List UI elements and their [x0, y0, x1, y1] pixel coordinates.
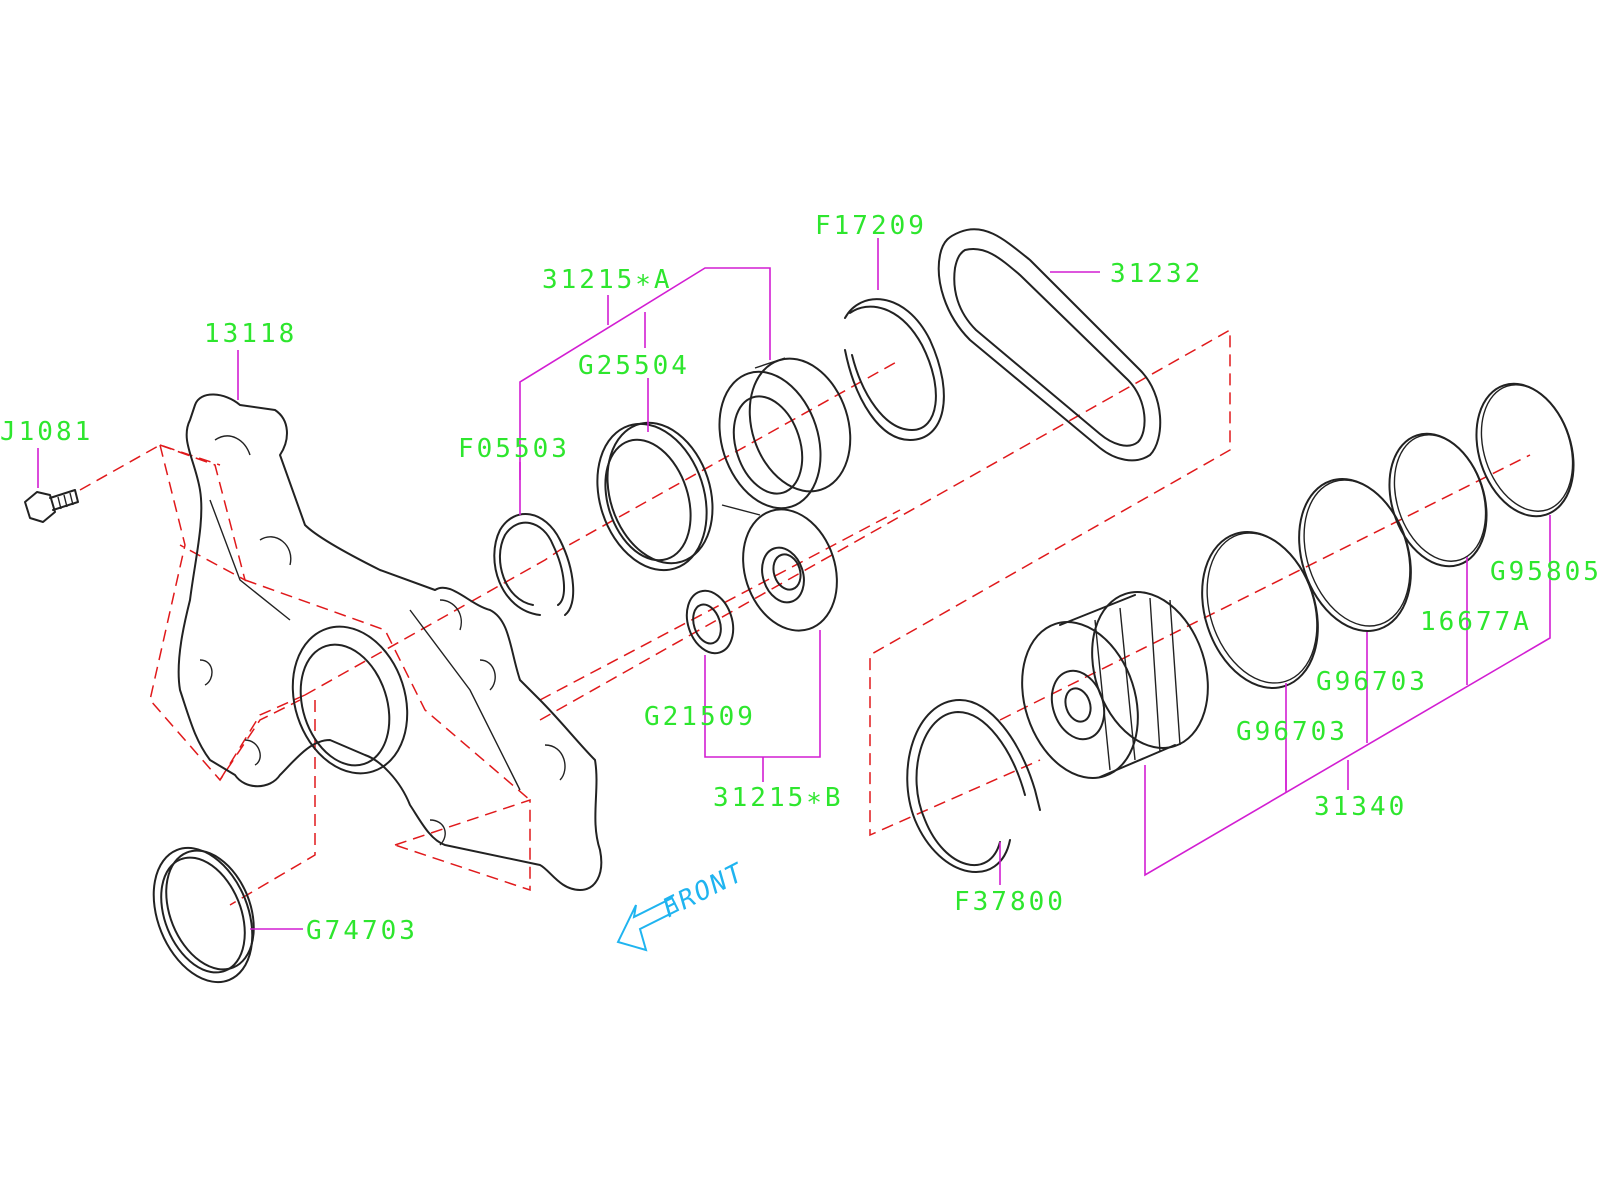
part-label-31215a: 31215∗A [542, 265, 673, 295]
part-label-g74703: G74703 [306, 916, 418, 946]
part-label-16677a: 16677A [1420, 607, 1532, 637]
snap-ring-f05503-icon [493, 513, 575, 616]
part-label-g25504: G25504 [578, 351, 690, 381]
front-arrow-icon [616, 896, 680, 952]
front-indicator-label: FRONT [658, 857, 750, 924]
part-label-g21509: G21509 [644, 702, 756, 732]
part-label-f05503: F05503 [458, 434, 570, 464]
o-ring-g96703-b-icon [1298, 478, 1412, 632]
leader-lines [37, 238, 1551, 930]
seal-g25504-icon [596, 421, 714, 572]
part-labels: J1081 13118 31215∗A G25504 F05503 F17209… [0, 211, 1600, 946]
part-label-31232: 31232 [1110, 259, 1203, 289]
o-ring-g96703-a-icon [1201, 531, 1319, 689]
seal-g74703-icon [152, 846, 255, 984]
o-ring-g95805-icon [1475, 382, 1575, 518]
part-label-31215b: 31215∗B [713, 783, 844, 813]
part-label-g96703-lower: G96703 [1236, 717, 1348, 747]
part-label-13118: 13118 [204, 319, 297, 349]
assembly-axis-lines [79, 328, 1531, 906]
snap-ring-f37800-icon [906, 699, 1041, 874]
part-label-f17209: F17209 [815, 211, 927, 241]
part-label-j1081: J1081 [0, 417, 93, 447]
pulley-assembly-31340-icon [1021, 591, 1209, 779]
snap-ring-f17209-icon [844, 298, 945, 441]
pulley-31215a-icon [718, 357, 852, 516]
bolt-j1081-icon [24, 489, 79, 523]
part-label-31340: 31340 [1314, 792, 1407, 822]
pulley-31215b-icon [742, 508, 838, 632]
part-label-g96703-upper: G96703 [1316, 667, 1428, 697]
seal-g21509-icon [685, 589, 735, 655]
housing-13118-icon [177, 393, 603, 891]
part-label-g95805: G95805 [1490, 557, 1600, 587]
belt-31232-icon [937, 228, 1162, 462]
o-ring-16677a-icon [1388, 432, 1488, 568]
part-label-f37800: F37800 [954, 887, 1066, 917]
